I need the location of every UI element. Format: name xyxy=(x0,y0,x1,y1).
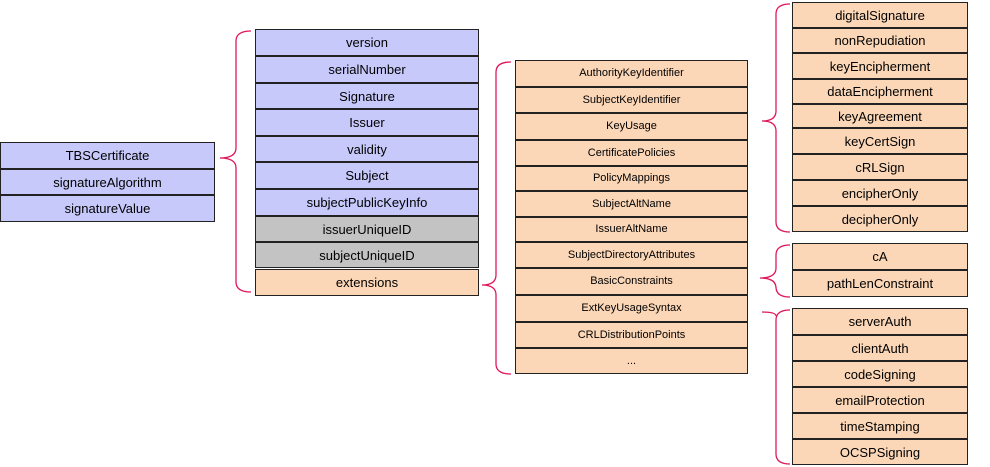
ku-key-cert-sign: keyCertSign xyxy=(792,128,968,154)
ku-non-repudiation: nonRepudiation xyxy=(792,28,968,53)
ku-key-agreement: keyAgreement xyxy=(792,104,968,128)
node-subject: Subject xyxy=(255,162,479,189)
brace-tbs xyxy=(219,30,252,293)
node-subject-public-key-info: subjectPublicKeyInfo xyxy=(255,189,479,216)
node-validity: validity xyxy=(255,136,479,162)
brace-key-usage xyxy=(761,3,791,233)
ext-basic-constraints: BasicConstraints xyxy=(515,268,748,295)
brace-ext-key-usage-tip xyxy=(761,311,777,317)
ku-digital-signature: digitalSignature xyxy=(792,2,968,28)
ext-key-usage: KeyUsage xyxy=(515,113,748,140)
eku-ocsp-signing: OCSPSigning xyxy=(792,439,968,465)
node-serial-number: serialNumber xyxy=(255,56,479,83)
eku-client-auth: clientAuth xyxy=(792,335,968,361)
ku-decipher-only: decipherOnly xyxy=(792,206,968,232)
eku-email-protection: emailProtection xyxy=(792,387,968,413)
ext-ellipsis: ... xyxy=(515,348,748,374)
eku-server-auth: serverAuth xyxy=(792,308,968,335)
ext-policy-mappings: PolicyMappings xyxy=(515,166,748,191)
ext-crl-distribution-points: CRLDistributionPoints xyxy=(515,322,748,348)
node-signature-value: signatureValue xyxy=(0,195,215,222)
node-subject-unique-id: subjectUniqueID xyxy=(255,242,479,268)
node-signature: Signature xyxy=(255,83,479,109)
node-issuer-unique-id: issuerUniqueID xyxy=(255,216,479,242)
ext-authority-key-identifier: AuthorityKeyIdentifier xyxy=(515,60,748,87)
node-signature-algorithm: signatureAlgorithm xyxy=(0,169,215,195)
brace-ext-key-usage xyxy=(775,309,791,465)
node-tbs-certificate: TBSCertificate xyxy=(0,142,215,169)
ku-encipher-only: encipherOnly xyxy=(792,180,968,206)
node-issuer: Issuer xyxy=(255,109,479,136)
ext-subject-directory-attributes: SubjectDirectoryAttributes xyxy=(515,242,748,268)
node-version: version xyxy=(255,29,479,56)
ku-data-encipherment: dataEncipherment xyxy=(792,79,968,104)
eku-code-signing: codeSigning xyxy=(792,361,968,387)
brace-basic-constraints xyxy=(759,244,791,298)
bc-ca: cA xyxy=(792,243,968,270)
brace-extensions xyxy=(481,61,512,375)
node-extensions: extensions xyxy=(255,269,479,296)
ext-subject-key-identifier: SubjectKeyIdentifier xyxy=(515,87,748,113)
ext-issuer-alt-name: IssuerAltName xyxy=(515,217,748,242)
ku-key-encipherment: keyEncipherment xyxy=(792,53,968,79)
ku-crl-sign: cRLSign xyxy=(792,154,968,180)
ext-certificate-policies: CertificatePolicies xyxy=(515,140,748,166)
ext-ext-key-usage-syntax: ExtKeyUsageSyntax xyxy=(515,295,748,322)
bc-path-len-constraint: pathLenConstraint xyxy=(792,270,968,297)
eku-time-stamping: timeStamping xyxy=(792,413,968,439)
ext-subject-alt-name: SubjectAltName xyxy=(515,191,748,217)
